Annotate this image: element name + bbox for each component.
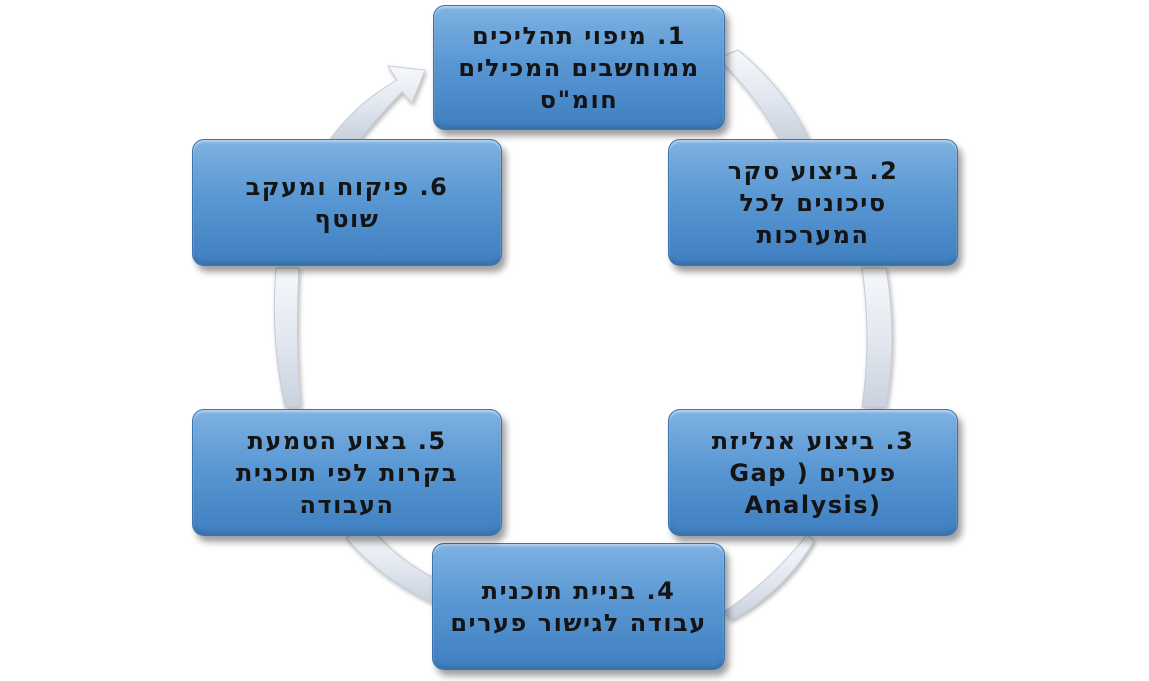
step-1-label: 1. מיפוי תהליכים ממוחשבים המכילים חומ"ס: [458, 21, 700, 114]
step-4-label: 4. בניית תוכנית עבודה לגישור פערים: [450, 576, 707, 637]
step-5-label: 5. בצוע הטמעת בקרות לפי תוכנית העבודה: [235, 426, 459, 519]
step-3-box: 3. ביצוע אנליזת פערים ( Gap Analysis): [668, 409, 958, 536]
arrow-2-to-3: [861, 267, 893, 408]
arrow-3-to-4: [723, 534, 815, 621]
arrow-6-to-1: [328, 65, 426, 140]
step-2-box: 2. ביצוע סקר סיכונים לכל המערכות: [668, 139, 958, 266]
step-6-box: 6. פיקוח ומעקב שוטף: [192, 139, 502, 266]
arrow-5-to-6: [273, 267, 302, 408]
step-5-box: 5. בצוע הטמעת בקרות לפי תוכנית העבודה: [192, 409, 502, 536]
step-3-label: 3. ביצוע אנליזת פערים ( Gap Analysis): [711, 426, 915, 519]
step-6-label: 6. פיקוח ומעקב שוטף: [245, 172, 449, 233]
step-1-box: 1. מיפוי תהליכים ממוחשבים המכילים חומ"ס: [433, 5, 725, 130]
step-2-label: 2. ביצוע סקר סיכונים לכל המערכות: [727, 156, 899, 249]
arrow-1-to-2: [717, 49, 811, 141]
step-4-box: 4. בניית תוכנית עבודה לגישור פערים: [432, 543, 725, 670]
